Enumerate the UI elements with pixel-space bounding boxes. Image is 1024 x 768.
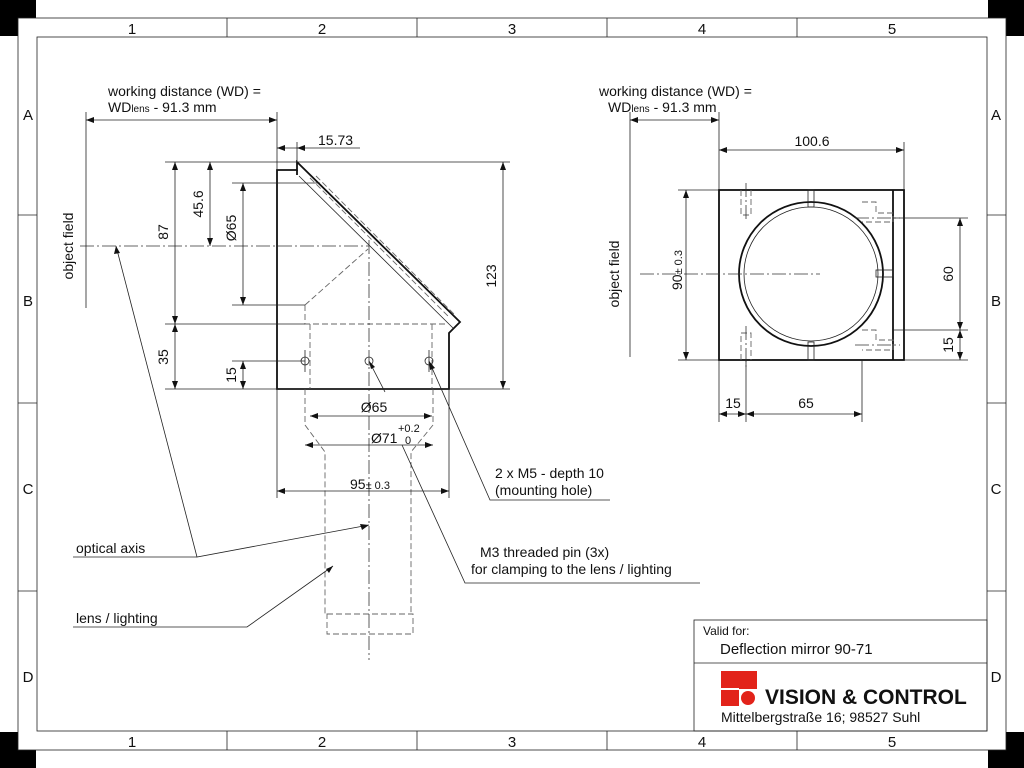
front-view: working distance (WD) = WDlens - 91.3 mm… [598,83,968,422]
side-view: working distance (WD) = WDlens - 91.3 mm… [60,83,510,660]
column-label-top: 2 [318,21,326,38]
object-field-label: object field [60,213,76,280]
dim-dia65-vertical: Ø65 [223,215,239,242]
company-name: VISION & CONTROL [765,686,967,709]
dim-dia71-tol-plus: +0.2 [398,423,420,435]
dim-15-bottom: 15 [725,395,741,411]
row-label-right: D [991,669,1002,686]
column-label-bottom: 5 [888,734,896,751]
column-label-top: 3 [508,21,516,38]
dim-123: 123 [483,264,499,288]
wd-label-line1: working distance (WD) = [107,83,261,99]
row-label-left: C [23,481,34,498]
drawing-frame [17,17,1007,751]
column-label-top: 5 [888,21,896,38]
frame-labels: 1 2 3 4 5 1 2 3 4 5 A B C D A B C D [23,21,1002,751]
dim-65-bottom: 65 [798,395,814,411]
company-logo [721,671,757,706]
row-label-left: A [23,107,33,124]
row-label-right: C [991,481,1002,498]
dim-87: 87 [155,224,171,240]
dim-dia71: Ø71 [371,430,398,446]
threaded-pin-label-line2: for clamping to the lens / lighting [471,561,672,577]
dim-100-6: 100.6 [794,133,829,149]
row-label-left: B [23,293,33,310]
dim-60: 60 [940,266,956,282]
row-label-right: A [991,107,1001,124]
column-label-top: 4 [698,21,706,38]
mounting-hole-label-line2: (mounting hole) [495,482,592,498]
dim-15-right: 15 [940,337,956,353]
optical-axis-label: optical axis [76,540,145,556]
column-label-bottom: 2 [318,734,326,751]
company-address: Mittelbergstraße 16; 98527 Suhl [721,709,920,725]
dim-15-73: 15.73 [318,132,353,148]
product-name: Deflection mirror 90-71 [720,641,873,658]
dim-15-side: 15 [223,367,239,383]
row-label-left: D [23,669,34,686]
lens-lighting-label: lens / lighting [76,610,158,626]
dim-95: 95± 0.3 [350,476,390,492]
dim-dia65-horizontal: Ø65 [361,399,388,415]
dim-dia71-tol-zero: 0 [405,435,411,447]
threaded-pin-label-line1: M3 threaded pin (3x) [480,544,609,560]
mounting-hole-label-line1: 2 x M5 - depth 10 [495,465,604,481]
column-label-top: 1 [128,21,136,38]
dim-45-6: 45.6 [190,190,206,217]
wd-label-line1-front: working distance (WD) = [598,83,752,99]
callouts: 2 x M5 - depth 10 (mounting hole) M3 thr… [73,245,700,628]
dim-90: 90± 0.3 [669,250,685,290]
dim-35: 35 [155,349,171,365]
wd-label-line2: WDlens - 91.3 mm [108,99,217,115]
column-label-bottom: 3 [508,734,516,751]
mirror-housing-outline [276,159,462,390]
column-label-bottom: 4 [698,734,706,751]
valid-for-label: Valid for: [703,624,749,638]
row-label-right: B [991,293,1001,310]
wd-label-line2-front: WDlens - 91.3 mm [608,99,717,115]
column-label-bottom: 1 [128,734,136,751]
object-field-label-front: object field [606,241,622,308]
title-block: Valid for: Deflection mirror 90-71 VISIO… [693,619,988,732]
